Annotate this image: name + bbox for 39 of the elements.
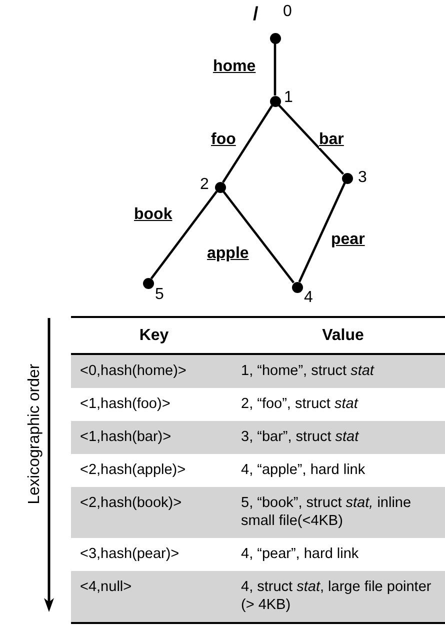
slash-mark: / [253, 5, 258, 24]
table-cell: 4, struct stat, large file pointer (> 4KB) [237, 571, 445, 623]
axis-label: Lexicographic order [26, 362, 44, 506]
node-dot [292, 282, 302, 292]
connector-line [222, 190, 295, 284]
table-cell: 4, “apple”, hard link [237, 454, 445, 487]
connector-line [150, 190, 218, 280]
edge-label: apple [207, 245, 249, 262]
node-dot [342, 172, 352, 184]
edge-label: bar [319, 131, 344, 148]
connector-line [298, 182, 346, 282]
table-cell: <2,hash(apple)> [71, 454, 237, 487]
table-cell: 2, “foo”, struct stat [237, 388, 445, 421]
node-number: 1 [284, 90, 293, 106]
table-cell: 1, “home”, struct stat [237, 354, 445, 388]
edge-label: home [213, 58, 256, 75]
node-number: 3 [358, 170, 367, 186]
connector-line [222, 105, 273, 183]
node-dot [270, 96, 280, 106]
table-cell: 3, “bar”, struct stat [237, 421, 445, 454]
connector-line [274, 44, 276, 96]
table-cell: <4,null> [71, 571, 237, 623]
table-cell: 5, “book”, struct stat, inline small file(<4KB) [237, 487, 445, 538]
node-dot [214, 182, 226, 192]
table-cell: <0,hash(home)> [71, 354, 237, 388]
node-number: 5 [155, 287, 164, 303]
table-cell: <1,hash(bar)> [71, 421, 237, 454]
edge-label: foo [211, 131, 236, 148]
table-cell: 4, “pear”, hard link [237, 538, 445, 571]
edge-label: book [134, 206, 172, 223]
node-number: 2 [200, 177, 209, 193]
node-number: 0 [283, 4, 292, 20]
node-dot [142, 278, 154, 288]
connector-line [278, 104, 344, 175]
node-dot [270, 32, 280, 44]
table-cell: <1,hash(foo)> [71, 388, 237, 421]
table-cell: <3,hash(pear)> [71, 538, 237, 571]
table-cell: <2,hash(book)> [71, 487, 237, 538]
node-number: 4 [304, 290, 313, 306]
